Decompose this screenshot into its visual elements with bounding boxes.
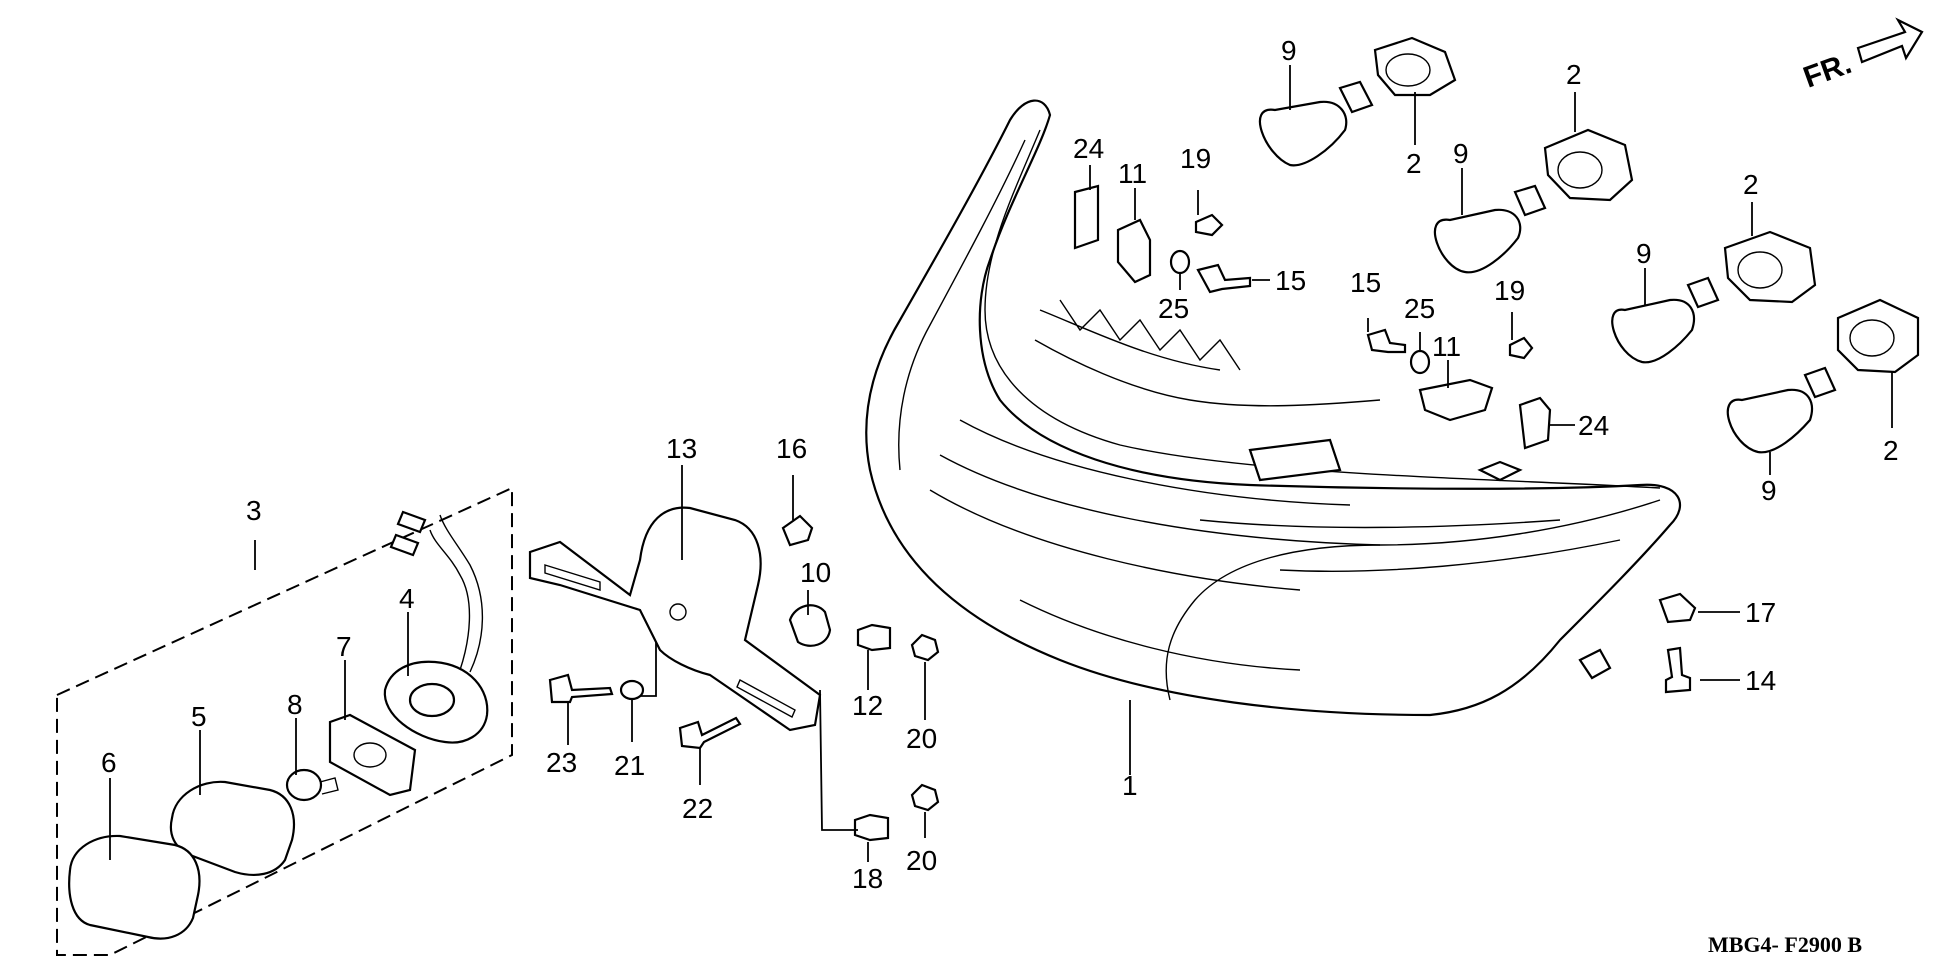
washer-25-right: [1409, 349, 1431, 375]
nut-20-upper: [910, 633, 940, 662]
bulb-9-b: [1433, 184, 1547, 274]
callout-6: 6: [101, 747, 117, 778]
screw-19-right: [1508, 336, 1534, 360]
bulb-9-a: [1258, 80, 1374, 167]
callout-5: 5: [191, 701, 207, 732]
callout-9: 9: [1761, 475, 1777, 506]
tail-light-lens-inner-edge: [984, 129, 1661, 489]
license-light-gasket: [328, 713, 417, 797]
bolt-23: [548, 673, 614, 704]
grommet-16: [781, 514, 814, 547]
tail-light-inner-contour: [898, 139, 1661, 701]
callout-18: 18: [852, 863, 883, 894]
callout-12: 12: [852, 690, 883, 721]
bracket-hole: [669, 603, 687, 621]
callout-2: 2: [1566, 59, 1582, 90]
license-light-lens: [68, 834, 201, 940]
tail-light-assembly: [865, 99, 1681, 717]
callout-16: 16: [776, 433, 807, 464]
callout-19: 19: [1494, 275, 1525, 306]
callout-21: 21: [614, 750, 645, 781]
front-arrow-icon: [1856, 17, 1924, 64]
nut-20-lower: [910, 783, 940, 812]
rubber-grommet-10: [788, 604, 832, 647]
callout-11: 11: [1432, 331, 1461, 362]
license-light-bulb: [285, 768, 339, 802]
callout-13: 13: [666, 433, 697, 464]
bolt-22: [678, 716, 742, 750]
callout-4: 4: [399, 583, 415, 614]
callout-2: 2: [1743, 169, 1759, 200]
screw-15-right: [1366, 328, 1407, 354]
tail-light-reflector: [1034, 299, 1381, 407]
screw-14: [1664, 646, 1692, 694]
clip-nut-17: [1658, 592, 1697, 624]
washer-21: [619, 679, 645, 701]
tail-light-mount-stud: [1578, 648, 1612, 680]
license-light-base: [383, 510, 489, 744]
callout-2: 2: [1406, 148, 1422, 179]
callout-9: 9: [1453, 138, 1469, 169]
socket-2-a: [1373, 36, 1457, 97]
callout-15: 15: [1275, 265, 1306, 296]
stay-11-right: [1418, 378, 1494, 422]
bracket-slot-left: [544, 564, 601, 591]
tail-light-lens-ribs: [929, 419, 1621, 671]
socket-2-b: [1543, 128, 1634, 202]
bracket-24-left: [1073, 184, 1100, 250]
callout-24: 24: [1578, 410, 1609, 441]
callout-24: 24: [1073, 133, 1104, 164]
callout-14: 14: [1745, 665, 1776, 696]
tail-light-outer-shell: [865, 99, 1681, 717]
callout-20: 20: [906, 845, 937, 876]
callout-10: 10: [800, 557, 831, 588]
callout-20: 20: [906, 723, 937, 754]
callout-8: 8: [287, 689, 303, 720]
bracket-24-right: [1518, 396, 1552, 450]
callout-15: 15: [1350, 267, 1381, 298]
collar-bolt-18: [853, 813, 890, 842]
callout-11: 11: [1118, 158, 1147, 189]
callout-numbers: 1 2 2 2 2 3 4 5 6 7 8 9 9 9 9 10 11 11 1…: [101, 35, 1899, 894]
callout-3: 3: [246, 495, 262, 526]
stay-11-left: [1116, 218, 1152, 284]
collar-bolt-12: [856, 623, 892, 652]
bulb-9-d: [1726, 366, 1837, 454]
screw-19-left: [1194, 213, 1224, 237]
callout-19: 19: [1180, 143, 1211, 174]
socket-2-c: [1723, 230, 1817, 304]
callout-1: 1: [1122, 770, 1138, 801]
front-direction-indicator: FR.: [1799, 17, 1924, 95]
callout-9: 9: [1281, 35, 1297, 66]
tail-light-socket-mount: [1248, 438, 1523, 482]
front-direction-label: FR.: [1799, 47, 1856, 95]
callout-22: 22: [682, 793, 713, 824]
callout-17: 17: [1745, 597, 1776, 628]
gasket-hole: [353, 742, 387, 768]
callout-9: 9: [1636, 238, 1652, 269]
socket-2-d: [1836, 298, 1920, 374]
bracket-slot-right: [736, 679, 796, 718]
callout-2: 2: [1883, 435, 1899, 466]
diagram-code: MBG4- F2900 B: [1708, 932, 1862, 957]
bulb-9-c: [1611, 276, 1720, 364]
washer-25-left: [1169, 249, 1191, 275]
leader-lines: [109, 65, 1893, 862]
callout-7: 7: [336, 631, 352, 662]
callout-23: 23: [546, 747, 577, 778]
screw-15-left: [1196, 263, 1252, 294]
callout-25: 25: [1158, 293, 1189, 324]
callout-25: 25: [1404, 293, 1435, 324]
license-light-assembly-outline: [56, 486, 513, 956]
